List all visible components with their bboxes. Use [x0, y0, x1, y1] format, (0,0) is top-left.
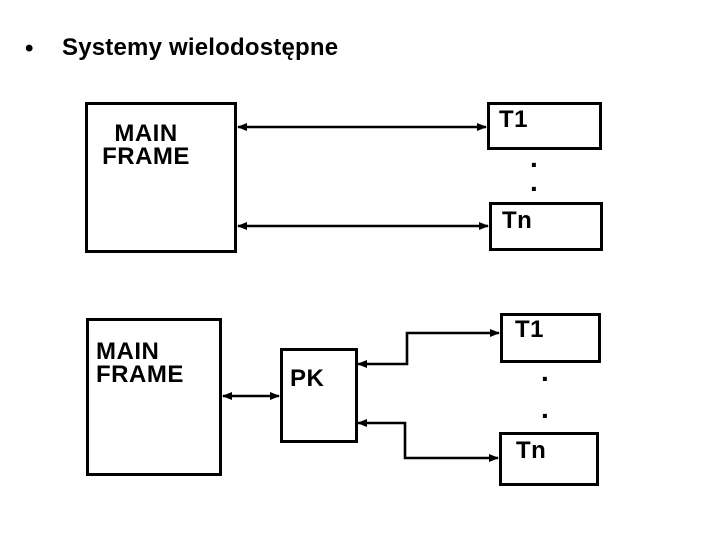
- diagram1-terminal-tn-label: Tn: [502, 207, 533, 234]
- page-title: Systemy wielodostępne: [62, 34, 339, 61]
- diagram2-terminal-tn-box: Tn: [499, 432, 599, 486]
- diagram2-concentrator-pk-label: PK: [290, 365, 325, 392]
- diagram1-ellipsis-dot-top: .: [530, 142, 538, 173]
- diagram2-concentrator-pk-box: PK: [280, 348, 358, 443]
- diagram1-terminal-t1-box: T1: [487, 102, 602, 150]
- diagram1-mainframe-box: MAIN FRAME: [85, 102, 237, 253]
- diagram2-mainframe-label: MAIN FRAME: [96, 338, 184, 388]
- diagram1-terminal-t1-label: T1: [499, 106, 529, 133]
- diagram2-terminal-t1-box: T1: [500, 313, 601, 363]
- d2-pk-t1-link: [357, 329, 500, 368]
- diagram1-mainframe-label: MAIN FRAME: [102, 120, 190, 170]
- diagram1-ellipsis-dot-bottom: .: [530, 166, 538, 197]
- diagram2-ellipsis-dot-bottom: .: [541, 393, 549, 424]
- diagram1-terminal-tn-box: Tn: [489, 202, 603, 251]
- diagram2-terminal-tn-label: Tn: [516, 437, 547, 464]
- diagram2-terminal-t1-label: T1: [515, 316, 545, 343]
- diagram2-ellipsis-dot-top: .: [541, 356, 549, 387]
- diagram2-mainframe-box: MAIN FRAME: [86, 318, 222, 476]
- d2-pk-tn-link: [357, 419, 499, 462]
- bullet-marker: •: [25, 35, 34, 62]
